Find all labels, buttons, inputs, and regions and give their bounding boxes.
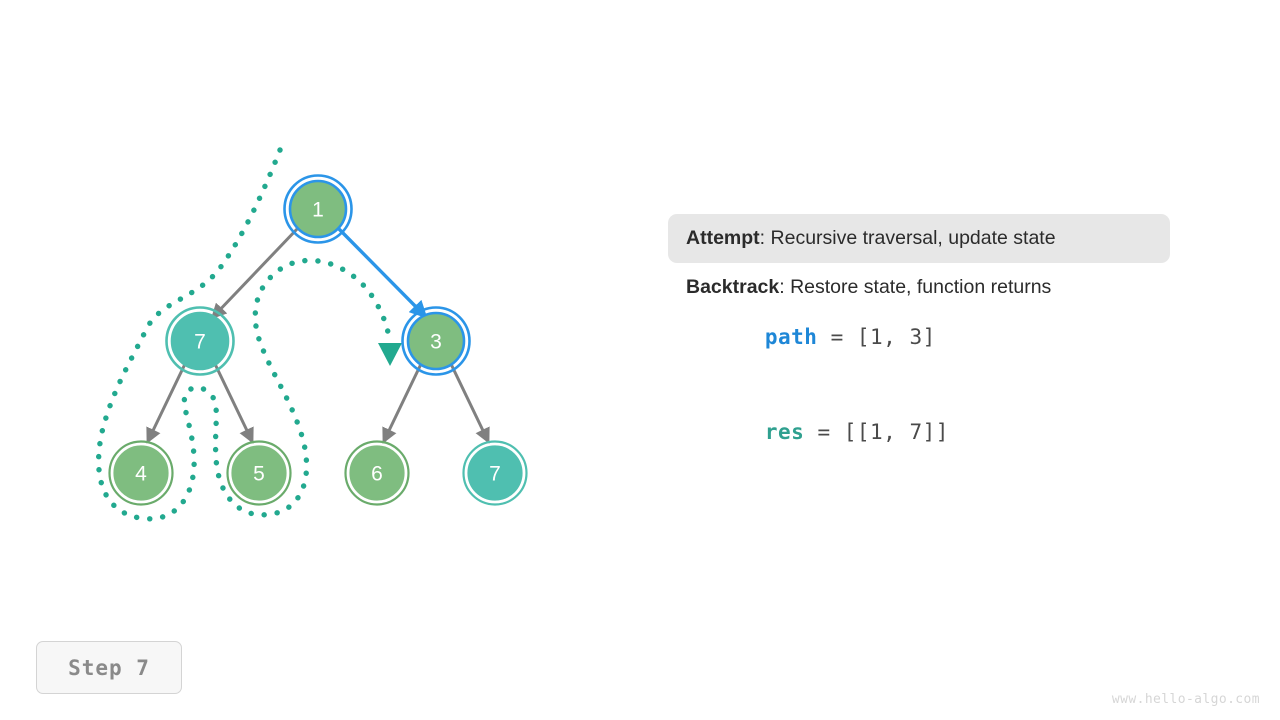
node-7-right-circle: [467, 445, 523, 501]
node-3-highlight-ring: [401, 306, 471, 376]
path-row: path = [1, 3]: [668, 312, 1206, 362]
tree-node-1[interactable]: 1: [283, 174, 353, 244]
backtrack-key: Backtrack: [686, 275, 780, 298]
tree-node-7-right[interactable]: 7: [462, 440, 528, 506]
res-expression: = [[1, 7]]: [804, 420, 949, 444]
attempt-row: Attempt: Recursive traversal, update sta…: [668, 214, 1170, 263]
res-variable: res: [764, 420, 805, 444]
tree-node-5[interactable]: 5: [226, 440, 292, 506]
tree-node-3[interactable]: 3: [401, 306, 471, 376]
attempt-sep: :: [759, 226, 771, 249]
node-3-circle: [406, 311, 466, 371]
node-6-highlight-ring: [344, 440, 410, 506]
node-4-circle: [113, 445, 169, 501]
backtracking-trace-path: [96, 147, 402, 522]
res-row: res = [[1, 7]]: [668, 407, 1206, 457]
node-6-circle: [349, 445, 405, 501]
tree-svg: 1 7 3 4: [96, 147, 528, 522]
edge-3-to-7: [449, 363, 490, 444]
tree-edges: [146, 226, 490, 444]
node-5-highlight-ring: [226, 440, 292, 506]
tree-diagram-panel: 1 7 3 4: [96, 147, 528, 522]
step-label: Step 7: [68, 655, 150, 680]
attempt-key: Attempt: [686, 226, 760, 249]
backtrack-row: Backtrack: Restore state, function retur…: [668, 263, 1206, 312]
tree-node-7-left[interactable]: 7: [165, 306, 235, 376]
node-5-circle: [231, 445, 287, 501]
attempt-text: Recursive traversal, update state: [770, 226, 1056, 249]
backtrack-text: Restore state, function returns: [790, 275, 1052, 298]
traverse-marker-triangle: [378, 343, 402, 366]
backtrack-line: Backtrack: Restore state, function retur…: [686, 275, 1051, 300]
path-line: path = [1, 3]: [686, 301, 936, 373]
step-badge: Step 7: [36, 641, 182, 694]
edge-7-to-4: [146, 363, 187, 444]
edge-3-to-6: [382, 363, 423, 444]
tree-nodes: 1 7 3 4: [108, 174, 528, 506]
watermark: www.hello-algo.com: [1111, 692, 1260, 707]
res-line: res = [[1, 7]]: [686, 396, 949, 468]
backtrack-sep: :: [779, 275, 791, 298]
path-expression: = [1, 3]: [817, 325, 936, 349]
edge-7-to-5: [213, 363, 254, 444]
path-variable: path: [764, 325, 818, 349]
node-7-right-highlight-ring: [462, 440, 528, 506]
edge-1-to-3: [337, 227, 428, 319]
node-7-left-highlight-ring: [165, 306, 235, 376]
node-7-left-circle: [170, 311, 230, 371]
tree-node-4[interactable]: 4: [108, 440, 174, 506]
attempt-line: Attempt: Recursive traversal, update sta…: [686, 226, 1056, 251]
node-1-highlight-ring: [283, 174, 353, 244]
tree-node-6[interactable]: 6: [344, 440, 410, 506]
node-1-circle: [288, 179, 348, 239]
info-panel: Attempt: Recursive traversal, update sta…: [668, 214, 1206, 457]
node-4-highlight-ring: [108, 440, 174, 506]
edge-1-to-7: [210, 226, 300, 320]
